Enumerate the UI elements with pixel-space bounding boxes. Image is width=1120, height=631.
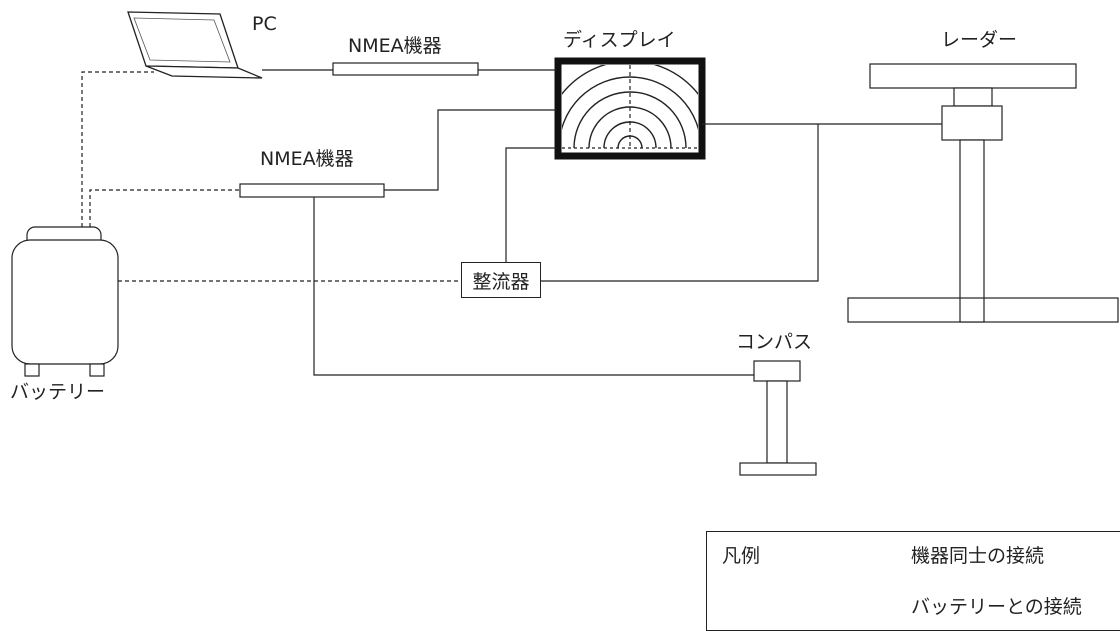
compass-label: コンパス bbox=[736, 331, 813, 353]
legend-title: 凡例 bbox=[722, 545, 761, 567]
nmea-device-middle bbox=[239, 183, 385, 198]
radar-unit bbox=[847, 63, 1119, 323]
solid-connections bbox=[262, 69, 942, 376]
nmea-top-label: NMEA機器 bbox=[348, 35, 442, 57]
legend-solid-text: 機器同士の接続 bbox=[911, 545, 1045, 567]
nmea-middle-label: NMEA機器 bbox=[260, 148, 354, 170]
legend-box bbox=[706, 531, 1120, 631]
battery-label: バッテリー bbox=[10, 381, 106, 403]
pc-label: PC bbox=[252, 13, 277, 35]
display-unit bbox=[554, 57, 706, 160]
display-label: ディスプレイ bbox=[563, 29, 676, 51]
nmea-device-top bbox=[332, 62, 479, 76]
battery-unit bbox=[11, 226, 119, 377]
battery-connections bbox=[81, 71, 461, 282]
pc-laptop-icon bbox=[127, 11, 263, 79]
compass-unit bbox=[739, 360, 817, 476]
radar-label: レーダー bbox=[941, 29, 1018, 51]
rectifier-box: 整流器 bbox=[461, 262, 541, 298]
legend-dashed-text: バッテリーとの接続 bbox=[911, 596, 1082, 618]
